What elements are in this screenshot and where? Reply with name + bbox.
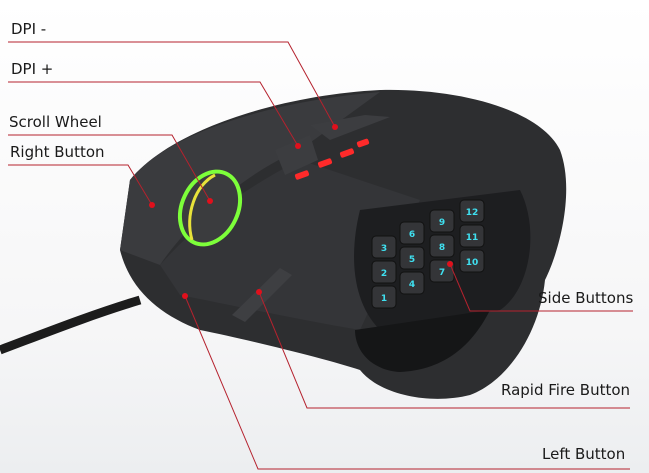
callout-dot-side-buttons [447,261,453,267]
side-key-cap [459,224,485,248]
callout-line-right-button [8,164,153,206]
side-key-cap [399,271,425,295]
callout-line-left-button [184,295,630,470]
side-key-2[interactable]: 2 [371,260,397,284]
side-key-cap [399,246,425,270]
side-key-9[interactable]: 9 [429,209,455,233]
label-right-button: Right Button [10,143,105,161]
left-button-shell [160,160,420,330]
side-key-number: 4 [409,280,415,290]
callout-dot-left-button [182,293,188,299]
scroll-wheel-glow [188,173,216,241]
bottom-panel [355,310,490,372]
callout-line-side-buttons [449,263,633,312]
side-key-cap [429,234,455,258]
side-key-8[interactable]: 8 [429,234,455,258]
side-key-6[interactable]: 6 [399,221,425,245]
side-key-number: 12 [466,208,479,218]
side-key-1[interactable]: 1 [371,285,397,309]
dpi-minus-button[interactable] [310,115,390,140]
side-key-number: 10 [466,258,479,268]
callout-dot-right-button [149,202,155,208]
side-key-number: 6 [409,230,415,240]
side-key-cap [371,285,397,309]
callout-line-rapid-fire [258,291,630,409]
label-scroll-wheel: Scroll Wheel [9,113,102,131]
side-key-cap [399,221,425,245]
callout-dot-rapid-fire [256,289,262,295]
side-key-number: 2 [381,269,387,279]
side-key-number: 5 [409,255,415,265]
label-rapid-fire-button: Rapid Fire Button [501,381,631,399]
side-key-5[interactable]: 5 [399,246,425,270]
side-key-cap [429,209,455,233]
side-key-10[interactable]: 10 [459,249,485,273]
label-dpi-minus: DPI - [11,20,47,38]
callout-lines [8,41,633,470]
callout-dot-dpi-plus [295,143,301,149]
side-key-number: 7 [439,268,445,278]
scroll-wheel[interactable] [169,162,252,255]
side-key-number: 3 [381,244,387,254]
callout-dot-scroll-wheel [207,198,213,204]
side-key-4[interactable]: 4 [399,271,425,295]
callout-line-scroll-wheel [8,134,211,202]
dpi-leds [294,138,370,180]
label-dpi-plus: DPI + [11,60,54,78]
rapid-fire-button[interactable] [232,268,292,322]
side-key-cap [371,260,397,284]
cable [0,295,142,355]
side-key-cap [371,235,397,259]
side-key-cap [459,249,485,273]
callout-line-dpi-plus [8,81,299,147]
label-left-button: Left Button [542,445,626,463]
side-key-3[interactable]: 3 [371,235,397,259]
dpi-plus-button[interactable] [275,135,318,175]
side-key-number: 1 [381,294,387,304]
side-key-number: 9 [439,218,445,228]
callout-line-dpi-minus [8,41,336,128]
side-key-number: 11 [466,233,479,243]
side-key-cap [459,199,485,223]
side-key-11[interactable]: 11 [459,224,485,248]
side-key-12[interactable]: 12 [459,199,485,223]
side-key-number: 8 [439,243,445,253]
callout-dot-dpi-minus [332,124,338,130]
callout-dots [149,124,453,299]
label-side-buttons: Side Buttons [538,289,634,307]
